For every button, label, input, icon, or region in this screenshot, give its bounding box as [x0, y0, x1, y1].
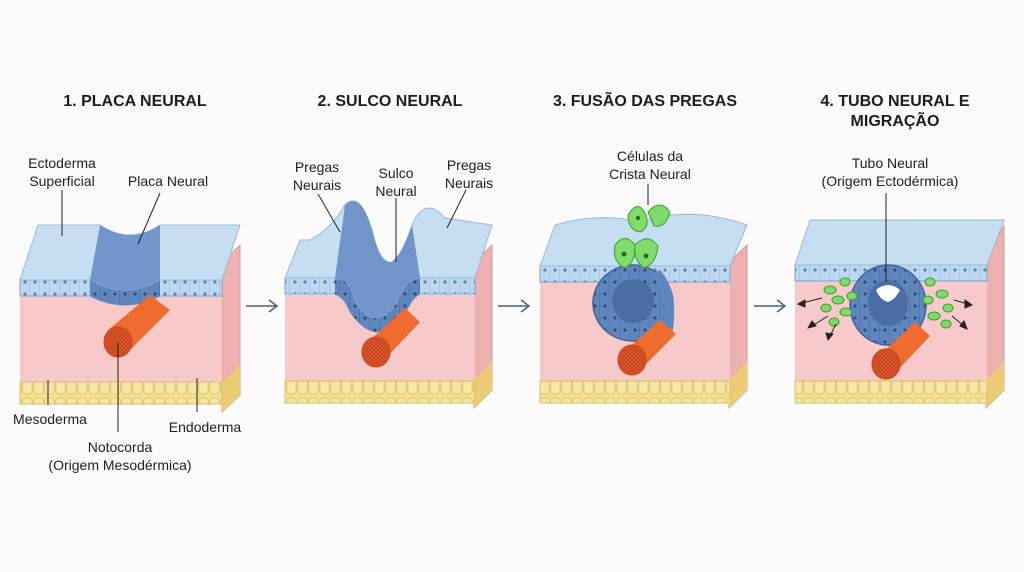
- stage-1-block: [19, 224, 241, 414]
- migration-arrows-4: [796, 297, 974, 342]
- stage-4-title-line2: MIGRAÇÃO: [850, 113, 940, 130]
- endoderm-layer-4: [794, 380, 988, 404]
- notochord-2: [361, 308, 420, 368]
- endoderm-layer-1: [19, 381, 223, 405]
- leader-pregas-right: [446, 189, 467, 229]
- neural-tube-3: [592, 264, 675, 342]
- neural-groove-top-2: [335, 200, 420, 318]
- notochord-4: [871, 322, 930, 380]
- neural-plate-top-1: [90, 225, 160, 290]
- label-endoderma: Endoderma: [168, 419, 242, 435]
- stage-3-block: [539, 204, 748, 410]
- endoderm-side-1: [222, 365, 240, 412]
- label-tubo-neural: Tubo Neural(Origem Ectodérmica): [821, 155, 959, 189]
- endoderm-layer-3: [539, 380, 731, 404]
- neural-tube-4: [849, 264, 927, 346]
- stage-4-title-line1: 4. TUBO NEURAL E: [820, 93, 970, 110]
- endoderm-side-4: [986, 362, 1004, 408]
- leader-pregas-left: [317, 193, 341, 233]
- arrow-3: [754, 299, 787, 313]
- notochord-3: [617, 320, 676, 376]
- stage-2-block: [284, 200, 493, 410]
- endoderm-layer-2: [284, 380, 476, 404]
- label-mesoderma: Mesoderma: [13, 411, 87, 427]
- stage-1-title: 1. PLACA NEURAL: [63, 93, 207, 110]
- stage-3-title: 3. FUSÃO DAS PREGAS: [552, 93, 738, 110]
- migrating-crest-cells-4: [820, 277, 954, 329]
- ectoderm-top-4: [794, 219, 1005, 266]
- neural-plate-cells-1: [90, 280, 160, 305]
- label-notocorda: Notocorda(Origem Mesodérmica): [48, 439, 192, 473]
- arrow-2: [498, 299, 531, 313]
- arrow-1: [246, 299, 279, 313]
- label-placa-neural: Placa Neural: [127, 173, 209, 189]
- endoderm-side-2: [474, 362, 492, 408]
- endoderm-side-3: [729, 362, 747, 408]
- neural-crest-cells-3: [614, 204, 671, 269]
- leader-placa: [137, 192, 161, 245]
- stage-2-title: 2. SULCO NEURAL: [317, 93, 463, 110]
- stage-4-block: [794, 219, 1005, 410]
